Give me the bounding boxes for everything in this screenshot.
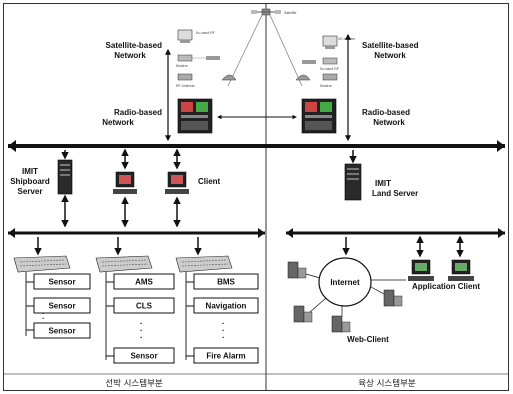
application-client-label: Application Client	[412, 282, 480, 291]
link	[310, 298, 326, 312]
column1-box-3-label: Sensor	[48, 327, 75, 336]
column2-bracket	[106, 272, 114, 360]
application-client-pc-icon-1	[408, 260, 434, 281]
column3-box-1-label: BMS	[217, 278, 235, 287]
right-radio-label-line2: Network	[373, 118, 405, 127]
column1-ellipsis-2: ·	[42, 314, 45, 323]
right-caption: 육상 시스템부분	[358, 378, 416, 389]
column3-box-2-label: Navigation	[206, 302, 247, 311]
server-label-line3: Server	[18, 187, 43, 196]
web-server-icon-2	[294, 306, 312, 322]
column1-box-1-label: Sensor	[48, 278, 75, 287]
internet-label: Internet	[330, 278, 360, 287]
equipment-label: RF Antenna	[176, 84, 195, 88]
equipment-label: Ku-band RF	[196, 31, 215, 35]
equipment-label: Ku-band RF	[320, 67, 339, 71]
left-radio-equipment-icon	[178, 99, 212, 133]
right-satellite-label-line1: Satellite-based	[362, 41, 419, 50]
column3-bracket	[186, 272, 194, 360]
column3-box-3-label: Fire Alarm	[206, 352, 245, 361]
web-server-icon-1	[288, 262, 306, 278]
link	[371, 287, 384, 294]
web-server-icon-4	[384, 290, 402, 306]
right-satellite-label-line2: Network	[374, 51, 406, 60]
shipboard-server-icon	[58, 160, 72, 194]
right-radio-equipment-icon	[302, 99, 336, 133]
client-label: Client	[198, 177, 221, 186]
right-radio-label-line1: Radio-based	[362, 108, 410, 117]
equipment-label: 3G modem	[338, 37, 355, 41]
right-dish-antenna-icon	[296, 75, 310, 80]
left-caption: 선박 시스템부분	[105, 378, 163, 389]
web-client-label: Web-Client	[347, 335, 389, 344]
column2-box-1-label: AMS	[135, 278, 153, 287]
client-pc-icon-2	[165, 172, 189, 194]
column2-box-2-label: CLS	[136, 302, 153, 311]
column1-box-2-label: Sensor	[48, 302, 75, 311]
land-server-label-line2: Land Server	[372, 189, 418, 198]
column2-box-3-label: Sensor	[130, 352, 157, 361]
left-dish-antenna-icon	[222, 75, 236, 80]
satellite-link-right	[270, 15, 302, 86]
left-radio-label-line1: Radio-based	[114, 108, 162, 117]
server-label-line1: IMIT	[22, 167, 38, 176]
equipment-label: Modem	[320, 84, 332, 88]
client-pc-icon-1	[113, 172, 137, 194]
io-module-icon-2	[96, 256, 152, 272]
column2-ellipsis-3: ·	[140, 333, 143, 342]
satellite-icon	[251, 9, 281, 15]
left-radio-label-line2: Network	[102, 118, 134, 127]
io-module-icon-3	[176, 256, 232, 272]
right-satellite-equipment	[296, 36, 337, 80]
left-satellite-equipment	[178, 30, 236, 80]
left-satellite-label-line1: Satellite-based	[106, 41, 163, 50]
satellite-link-left	[228, 15, 262, 86]
column3-ellipsis-3: ·	[222, 333, 225, 342]
land-server-icon	[345, 164, 361, 200]
io-module-icon-1	[14, 256, 70, 272]
server-label-line2: Shipboard	[10, 177, 50, 186]
satellite-tiny-label: Satellite	[284, 11, 297, 15]
column1-bracket	[26, 272, 34, 336]
web-server-icon-3	[332, 316, 350, 332]
left-satellite-label-line2: Network	[114, 51, 146, 60]
land-server-label-line1: IMIT	[375, 179, 391, 188]
link	[306, 274, 320, 278]
application-client-pc-icon-2	[448, 260, 474, 281]
equipment-label: Modem	[176, 64, 188, 68]
